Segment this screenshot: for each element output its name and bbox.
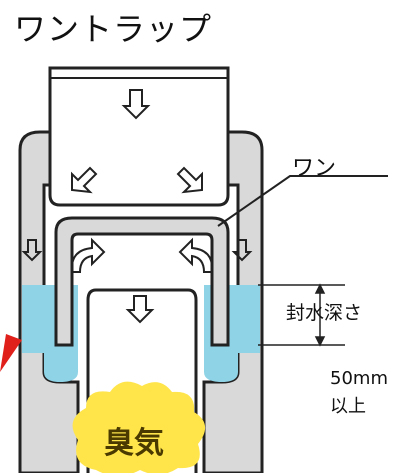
pointer-arrow-icon <box>0 334 22 372</box>
depth-value-label: 50mm <box>330 368 388 389</box>
page-title: ワントラップ <box>14 10 213 48</box>
seal-depth-label: 封水深さ <box>286 302 363 324</box>
bowl-cup <box>54 216 230 347</box>
down-arrow-icon <box>121 89 151 120</box>
seal-depth-dimension <box>258 283 345 347</box>
down-arrow-icon <box>21 239 253 324</box>
bowl-label: ワン <box>292 156 337 181</box>
odor-label: 臭気 <box>104 426 164 461</box>
curved-arrow-icon <box>70 237 214 273</box>
bowl-leader-line <box>217 175 388 227</box>
diagonal-arrow-icon <box>71 166 203 194</box>
strainer-basket <box>48 66 230 207</box>
depth-qualifier-label: 以上 <box>330 396 366 417</box>
odor-cloud <box>72 381 205 473</box>
